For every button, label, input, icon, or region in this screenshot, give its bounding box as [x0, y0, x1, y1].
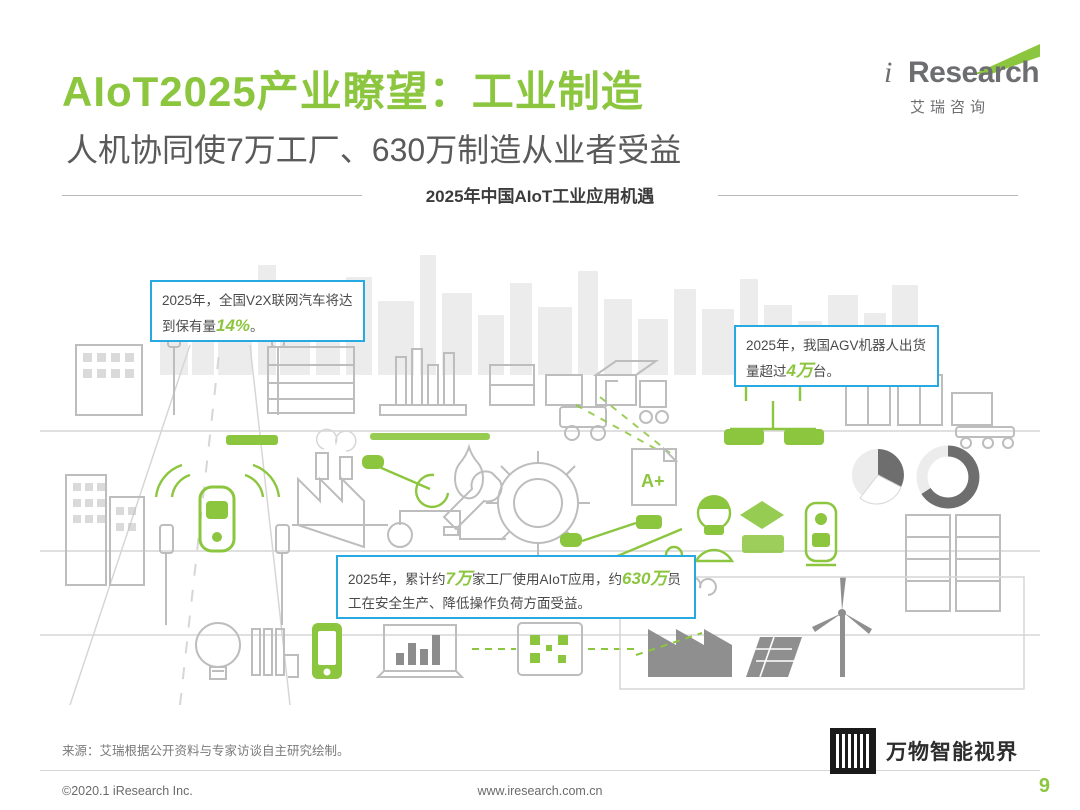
callout-factory-highlight-2: 630万 [622, 569, 668, 588]
website-url: www.iresearch.com.cn [477, 784, 603, 798]
qr-code-icon [830, 728, 876, 774]
callout-agv-highlight: 4万 [786, 361, 813, 381]
callout-agv: 2025年，我国AGV机器人出货量超过4万台。 [734, 325, 939, 387]
callout-v2x: 2025年，全国V2X联网汽车将达到保有量14%。 [150, 280, 365, 342]
callout-agv-text-after: 台。 [812, 364, 840, 380]
logo-chinese-name: 艾瑞咨询 [910, 99, 991, 116]
section-rule-left [62, 195, 362, 196]
callout-factory: 2025年，累计约7万家工厂使用AIoT应用，约630万员工在安全生产、降低操作… [336, 555, 696, 619]
section-header: 2025年中国AIoT工业应用机遇 [62, 182, 1018, 208]
callout-factory-text-mid: 家工厂使用AIoT应用，约 [472, 572, 623, 587]
industry-scene-illustration: .ln{fill:none;stroke:#bdbdbd;stroke-widt… [40, 320, 1040, 705]
illustration-canvas: .ln{fill:none;stroke:#bdbdbd;stroke-widt… [40, 225, 1040, 705]
section-rule-right [718, 195, 1018, 196]
callout-v2x-highlight: 14% [216, 316, 251, 336]
page-title: AIoT2025产业瞭望：工业制造 [62, 68, 644, 115]
source-note: 来源：艾瑞根据公开资料与专家访谈自主研究绘制。 [62, 744, 350, 758]
page-subtitle: 人机协同使7万工厂、630万制造从业者受益 [66, 132, 682, 168]
callout-factory-highlight-1: 7万 [445, 569, 473, 588]
wechat-account-name: 万物智能视界 [886, 741, 1018, 764]
svg-text:A+: A+ [641, 471, 665, 491]
callout-v2x-text-after: 。 [250, 319, 264, 335]
callout-v2x-text-before: 2025年，全国V2X联网汽车将达到保有量 [162, 293, 353, 335]
callout-agv-text-before: 2025年，我国AGV机器人出货量超过 [746, 338, 927, 380]
callout-factory-text-after: 员工在安全生产、降低操作负荷方面受益。 [348, 572, 681, 612]
callout-factory-text-before: 2025年，累计约 [348, 572, 446, 587]
footer-divider [40, 770, 1040, 771]
wechat-promo: 万物智能视界 [830, 728, 1018, 774]
logo-letter-i: i [884, 56, 892, 89]
copyright-text: ©2020.1 iResearch Inc. [62, 784, 193, 798]
page-number: 9 [1038, 775, 1050, 797]
section-title: 2025年中国AIoT工业应用机遇 [425, 187, 655, 206]
iresearch-logo: i Research 艾瑞咨询 [882, 44, 1040, 122]
logo-word-research: Research [908, 56, 1040, 89]
